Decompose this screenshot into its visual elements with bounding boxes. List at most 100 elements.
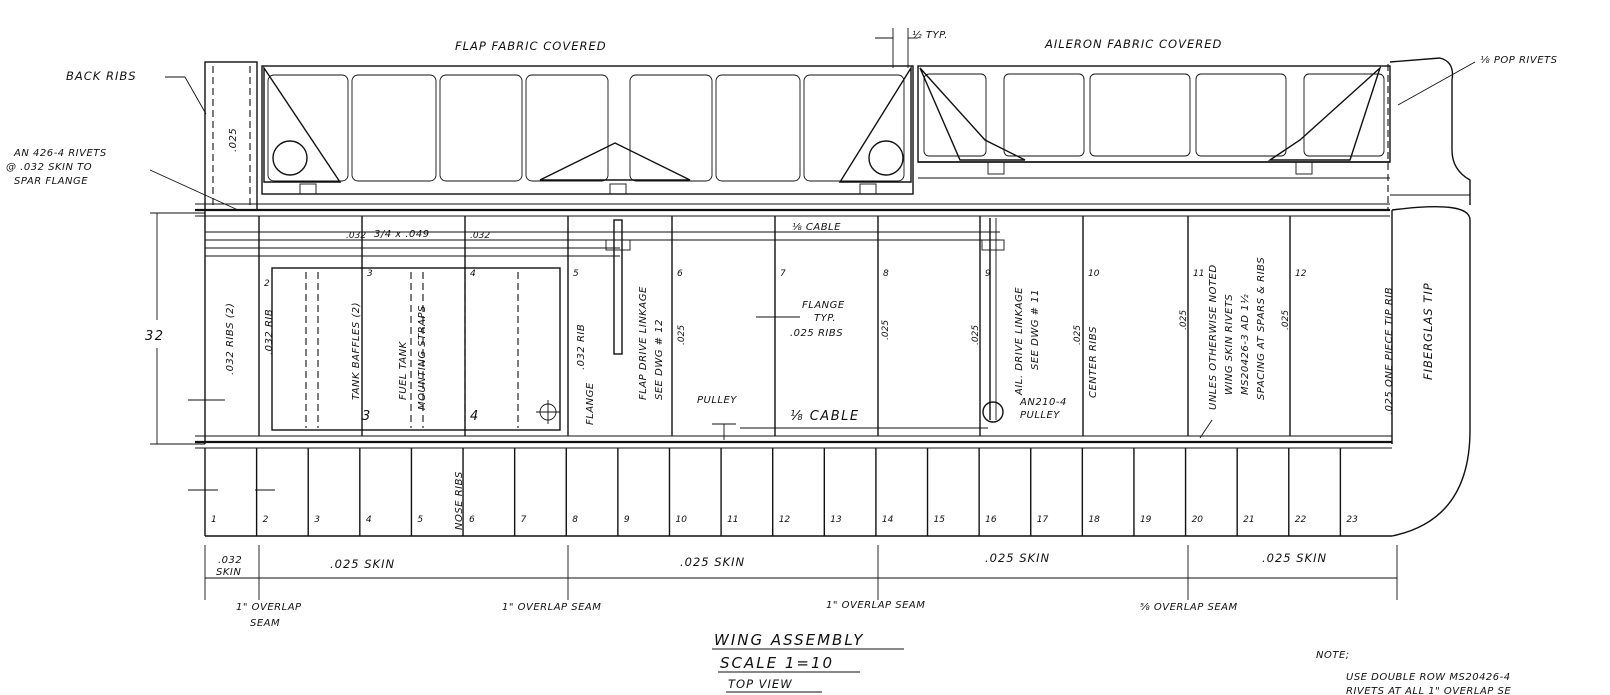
svg-text:RIVETS AT ALL 1" OVERLAP SE: RIVETS AT ALL 1" OVERLAP SE xyxy=(1346,686,1511,695)
upper-rib-number: 3 xyxy=(367,269,373,279)
upper-rib-number: 7 xyxy=(780,269,786,279)
svg-text:SKIN: SKIN xyxy=(216,567,241,578)
svg-text:1" OVERLAP SEAM: 1" OVERLAP SEAM xyxy=(826,600,925,611)
nose-rib-number: 11 xyxy=(727,515,738,525)
overlap-seams: 1" OVERLAP SEAM 1" OVERLAP SEAM 1" OVERL… xyxy=(236,600,1238,629)
thk-032-b: .032 xyxy=(470,231,490,241)
upper-rib-number: 2 xyxy=(264,279,270,289)
svg-text:WING SKIN RIVETS: WING SKIN RIVETS xyxy=(1224,294,1235,395)
rib-032-2-label: .032 RIBS (2) xyxy=(225,303,236,375)
pulley-label: PULLEY xyxy=(697,395,737,406)
svg-text:BACK RIBS: BACK RIBS xyxy=(66,69,137,83)
svg-text:.025 RIBS: .025 RIBS xyxy=(790,328,843,339)
flange-typ-callout: FLANGE TYP. .025 RIBS xyxy=(756,300,845,339)
svg-text:USE DOUBLE ROW MS20426-4: USE DOUBLE ROW MS20426-4 xyxy=(1346,672,1511,683)
tube-3-4: 3/4 x .049 xyxy=(374,229,430,240)
flap-outline xyxy=(261,65,914,195)
see-dwg-11-label: SEE DWG # 11 xyxy=(1030,289,1041,370)
typ-dimension: ½ TYP. xyxy=(875,28,947,68)
svg-text:SPACING AT SPARS & RIBS: SPACING AT SPARS & RIBS xyxy=(1256,257,1267,400)
nose-rib-number: 1 xyxy=(211,515,217,525)
flap-fabric-label: FLAP FABRIC COVERED xyxy=(455,39,607,53)
svg-text:.025: .025 xyxy=(228,128,239,152)
nose-ribs-label: NOSE RIBS xyxy=(454,471,465,530)
an210-pulley-callout: AN210-4 PULLEY xyxy=(1019,397,1067,421)
nose-rib-number: 17 xyxy=(1037,515,1049,525)
svg-text:FLANGE: FLANGE xyxy=(802,300,845,311)
svg-text:SEAM: SEAM xyxy=(250,618,280,629)
ail-drive-label: AIL. DRIVE LINKAGE xyxy=(1014,287,1025,396)
svg-text:32: 32 xyxy=(145,329,165,344)
svg-text:NOTE;: NOTE; xyxy=(1316,650,1350,661)
svg-text:⅛ POP RIVETS: ⅛ POP RIVETS xyxy=(1480,55,1558,66)
rivet-spar-note: AN 426-4 RIVETS @ .032 SKIN TO SPAR FLAN… xyxy=(6,148,239,211)
fiberglas-tip xyxy=(1391,206,1471,537)
aft-tip-fairing xyxy=(1389,57,1471,205)
svg-text:.032: .032 xyxy=(218,555,242,566)
rib-032-label: .032 RIB xyxy=(264,309,275,355)
nose-rib-number: 3 xyxy=(314,515,320,525)
flange-label: FLANGE xyxy=(585,382,596,425)
cable-bottom-label: ⅛ CABLE xyxy=(790,409,860,424)
upper-rib-number: 5 xyxy=(573,269,579,279)
upper-rib-number: 9 xyxy=(985,269,991,279)
svg-text:@ .032 SKIN TO: @ .032 SKIN TO xyxy=(6,162,92,173)
nose-rib-number: 2 xyxy=(263,515,269,525)
wing-box: 2 3 4 5 6 7 8 9 10 11 12 xyxy=(204,210,1393,444)
svg-text:AN210-4: AN210-4 xyxy=(1019,397,1067,408)
tip-rib-label: .025 ONE PIECE TIP RIB xyxy=(1384,287,1395,415)
general-note: NOTE; USE DOUBLE ROW MS20426-4 RIVETS AT… xyxy=(1316,650,1511,695)
nose-rib-number: 21 xyxy=(1243,515,1254,525)
svg-text:SCALE 1=10: SCALE 1=10 xyxy=(720,654,834,672)
svg-text:.025 SKIN: .025 SKIN xyxy=(985,551,1050,565)
back-rib-strip: .025 xyxy=(204,61,258,211)
svg-text:.025 SKIN: .025 SKIN xyxy=(330,557,395,571)
svg-text:AN 426-4 RIVETS: AN 426-4 RIVETS xyxy=(13,148,107,159)
v025-b: .025 xyxy=(881,320,891,340)
tank-baffles-label: TANK BAFFLES (2) xyxy=(351,302,362,400)
svg-text:WING ASSEMBLY: WING ASSEMBLY xyxy=(714,631,864,649)
front-spar xyxy=(195,435,1392,449)
aileron-fabric-label: AILERON FABRIC COVERED xyxy=(1044,37,1222,51)
svg-text:PULLEY: PULLEY xyxy=(1020,410,1060,421)
nose-rib-number: 5 xyxy=(417,515,423,525)
nose-rib-number: 13 xyxy=(830,515,842,525)
svg-text:.025 SKIN: .025 SKIN xyxy=(1262,551,1327,565)
rib-032-b-label: .032 RIB xyxy=(576,324,587,370)
unless-noted-note: UNLES OTHERWISE NOTED WING SKIN RIVETS M… xyxy=(1199,257,1267,439)
upper-rib-number: 12 xyxy=(1295,269,1307,279)
upper-rib-number: 10 xyxy=(1088,269,1100,279)
nose-rib-number: 4 xyxy=(366,515,372,525)
v025-a: .025 xyxy=(677,325,687,345)
skin-dimension-line: .032 SKIN .025 SKIN .025 SKIN .025 SKIN … xyxy=(204,545,1398,600)
svg-text:.025 SKIN: .025 SKIN xyxy=(680,555,745,569)
nose-rib-number: 16 xyxy=(985,515,997,525)
upper-rib-number: 8 xyxy=(883,269,889,279)
svg-text:1" OVERLAP SEAM: 1" OVERLAP SEAM xyxy=(502,602,601,613)
upper-rib-number: 6 xyxy=(677,269,683,279)
rear-spar xyxy=(195,203,1390,217)
nose-rib-number: 18 xyxy=(1088,515,1100,525)
nose-rib-number: 22 xyxy=(1295,515,1307,525)
chord-dimension: 32 xyxy=(145,212,275,491)
mounting-straps-label: MOUNTING STRAPS xyxy=(417,305,428,410)
svg-text:⅝ OVERLAP SEAM: ⅝ OVERLAP SEAM xyxy=(1140,602,1238,613)
tank-bay-4: 4 xyxy=(470,409,480,424)
nose-rib-number: 8 xyxy=(572,515,578,525)
tank-bay-3: 3 xyxy=(362,409,372,424)
nose-rib-number: 19 xyxy=(1140,515,1152,525)
nose-rib-number: 14 xyxy=(882,515,894,525)
v025-d: .025 xyxy=(1073,325,1083,345)
nose-rib-number: 10 xyxy=(675,515,687,525)
nose-rib-number: 12 xyxy=(779,515,791,525)
upper-rib-number: 11 xyxy=(1193,269,1204,279)
flap-drive-label: FLAP DRIVE LINKAGE xyxy=(638,286,649,400)
thk-032-a: .032 xyxy=(346,231,366,241)
nose-rib-number: 23 xyxy=(1346,515,1358,525)
cable-top-label: ⅛ CABLE xyxy=(792,222,841,233)
v025-e: .025 xyxy=(1179,310,1189,330)
nose-rib-number: 7 xyxy=(521,515,527,525)
aileron-outline xyxy=(917,64,1391,210)
